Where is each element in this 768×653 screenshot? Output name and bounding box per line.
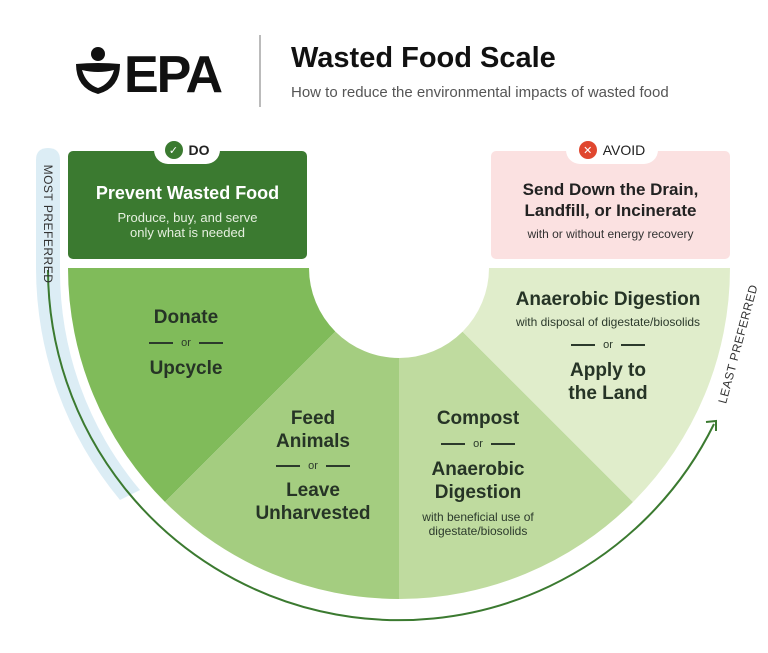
do-line2: only what is needed [130,225,245,240]
avoid-box [491,151,730,259]
epa-wordmark: EPA [124,46,223,96]
segment3-text: Compost or Anaerobic Digestion with bene… [422,408,534,538]
do-box [68,151,307,259]
arrow-head-icon [705,419,717,431]
epa-logo: EPA [74,44,224,96]
page-subtitle: How to reduce the environmental impacts … [291,84,669,101]
segment4-text: Anaerobic Digestion with disposal of dig… [515,289,701,404]
band-curve [36,268,140,500]
do-title: Prevent Wasted Food [95,183,280,203]
segment1-text: Donate or Upcycle [149,307,223,379]
header-divider [259,35,261,107]
do-badge: ✓ DO [154,136,220,164]
most-preferred-label: MOST PREFERRED [41,164,55,284]
avoid-badge: ✕ AVOID [566,136,658,164]
segment2-text: Feed Animals or Leave Unharvested [255,408,371,524]
preference-arrow-line [47,269,715,622]
avoid-sub: with or without energy recovery [527,227,694,241]
avoid-title-1: Send Down the Drain, [522,180,699,199]
check-icon: ✓ [164,141,183,159]
epa-flower-icon: EPA [76,46,224,96]
segment-donate-upcycle [68,268,336,502]
do-line1: Produce, buy, and serve [117,210,258,225]
avoid-title-2: Landfill, or Incinerate [524,201,697,220]
most-preferred-band [36,148,60,268]
segment-compost [399,331,633,599]
segment-anaerobic-land [462,268,730,502]
x-icon: ✕ [578,141,597,159]
page-title: Wasted Food Scale [291,42,556,74]
